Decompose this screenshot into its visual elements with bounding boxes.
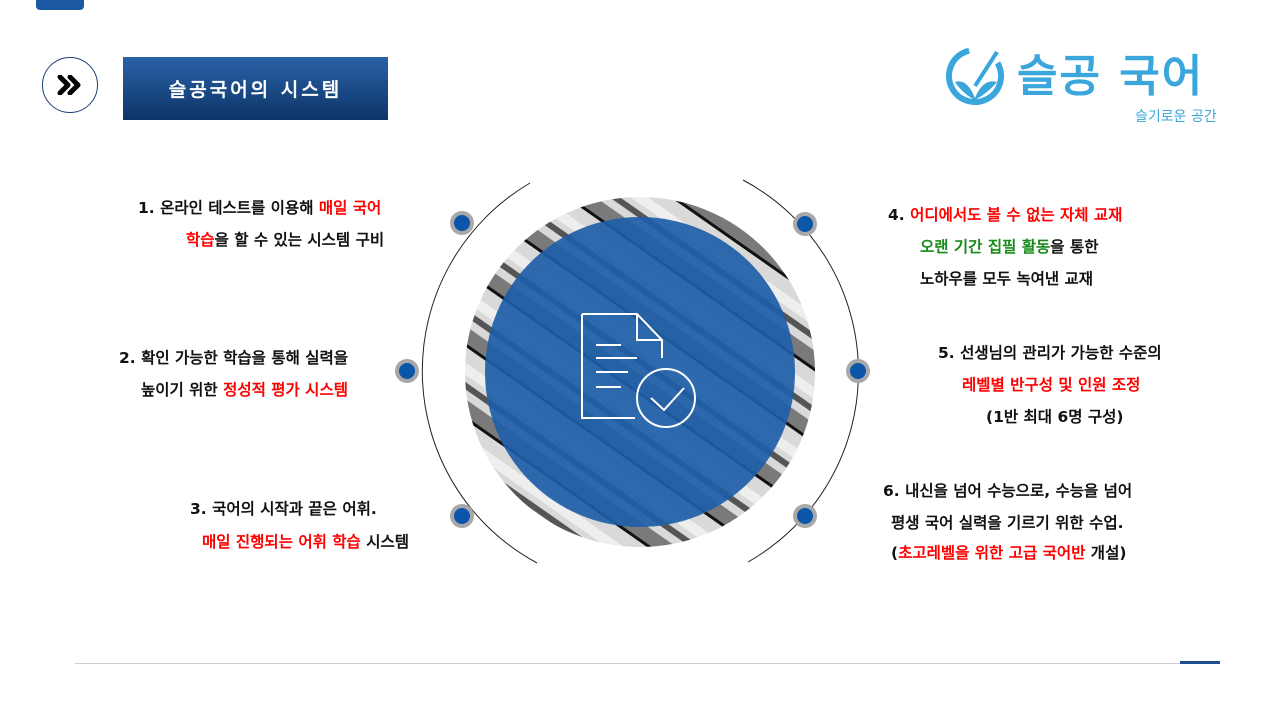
text-segment: 4. [888,206,911,224]
text-segment: 개설) [1085,544,1127,562]
text-segment: 5. 선생님의 관리가 가능한 수준의 [938,344,1162,362]
pencil-leaf-logo-icon [946,47,1004,105]
text-segment: (1반 최대 6명 구성) [986,408,1124,426]
feature-line: 매일 진행되는 어휘 학습 시스템 [202,530,409,552]
feature-line: 2. 확인 가능한 학습을 통해 실력을 [119,346,348,368]
timeline-dot-4 [793,212,817,236]
feature-line: 노하우를 모두 녹여낸 교재 [920,267,1093,289]
left-arc [421,182,538,564]
text-segment: 1. 온라인 테스트를 이용해 [138,199,319,217]
feature-line: 높이기 위한 정성적 평가 시스템 [141,378,348,400]
top-tab-marker [36,0,84,10]
text-segment: ( [891,544,899,562]
feature-line: 오랜 기간 집필 활동을 통한 [920,235,1098,257]
highlight-text: 매일 국어 [318,199,382,217]
highlight-text: 어디에서도 볼 수 없는 자체 교재 [910,206,1123,224]
feature-line: 레벨별 반구성 및 인원 조정 [962,373,1140,395]
brand-logo: 슬공 국어 슬기로운 공간 [945,40,1230,130]
text-segment: 2. 확인 가능한 학습을 통해 실력을 [119,349,349,367]
text-segment: 높이기 위한 [141,381,224,399]
page-title-text: 슬공국어의 시스템 [168,79,343,101]
timeline-dot-6 [793,504,817,528]
highlight-text: 학습 [186,231,215,249]
text-segment: 을 통한 [1050,238,1099,256]
text-segment: 시스템 [360,533,409,551]
logo-name: 슬공 국어 [1017,51,1205,102]
timeline-dot-2 [395,359,419,383]
text-segment: 6. 내신을 넘어 수능으로, 수능을 넘어 [883,482,1133,500]
footer-divider [75,663,1220,664]
timeline-dot-5 [846,359,870,383]
feature-line: 5. 선생님의 관리가 가능한 수준의 [938,341,1162,363]
highlight-text: 오랜 기간 집필 활동 [920,238,1051,256]
feature-line: 4. 어디에서도 볼 수 없는 자체 교재 [888,203,1122,225]
text-segment: 평생 국어 실력을 기르기 위한 수업. [891,514,1124,532]
document-check-icon [581,313,696,428]
logo-tagline: 슬기로운 공간 [1135,109,1217,125]
text-segment: 노하우를 모두 녹여낸 교재 [920,270,1094,288]
timeline-dot-1 [450,211,474,235]
feature-line: (초고레벨을 위한 고급 국어반 개설) [891,541,1126,563]
feature-line: (1반 최대 6명 구성) [986,405,1124,427]
highlight-text: 정성적 평가 시스템 [223,381,348,399]
text-segment: 3. 국어의 시작과 끝은 어휘. [190,500,377,518]
double-chevron-right-icon [57,75,81,95]
center-blue-circle [485,217,795,527]
feature-line: 1. 온라인 테스트를 이용해 매일 국어 [138,196,381,218]
feature-line: 평생 국어 실력을 기르기 위한 수업. [891,511,1124,533]
highlight-text: 레벨별 반구성 및 인원 조정 [962,376,1141,394]
page-title: 슬공국어의 시스템 [123,57,388,120]
highlight-text: 초고레벨을 위한 고급 국어반 [898,544,1086,562]
feature-line: 3. 국어의 시작과 끝은 어휘. [190,497,377,519]
feature-line: 학습을 할 수 있는 시스템 구비 [186,228,384,250]
feature-line: 6. 내신을 넘어 수능으로, 수능을 넘어 [883,479,1132,501]
footer-accent [1180,661,1220,664]
nav-button[interactable] [42,57,98,113]
highlight-text: 매일 진행되는 어휘 학습 [202,533,361,551]
text-segment: 을 할 수 있는 시스템 구비 [214,231,385,249]
timeline-dot-3 [450,504,474,528]
